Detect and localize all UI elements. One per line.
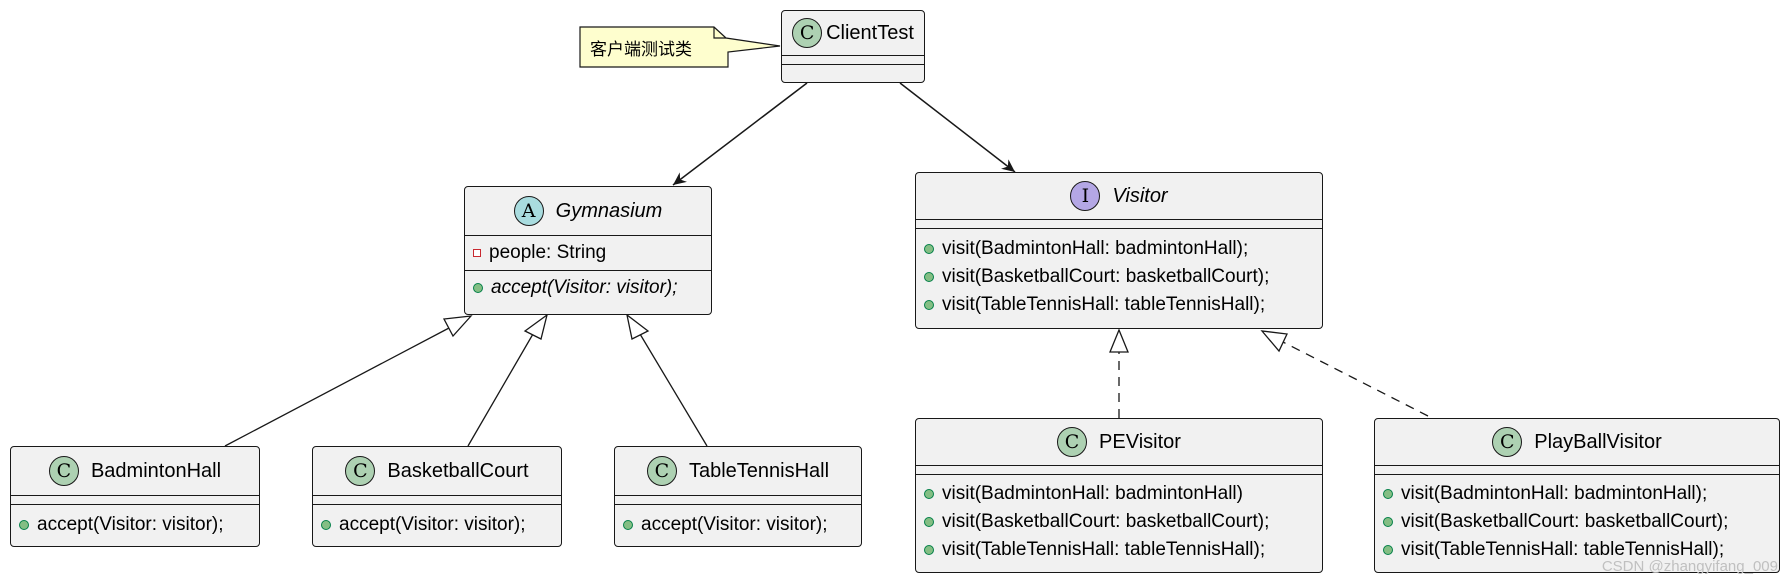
class-badge-icon: C xyxy=(345,456,376,486)
method-accept: accept(Visitor: visitor); xyxy=(19,511,259,539)
association-client-visitor xyxy=(899,82,1016,173)
method-separator xyxy=(615,504,861,505)
class-gymnasium[interactable]: A Gymnasium people: String accept(Visito… xyxy=(464,186,712,315)
inheritance-arrowhead xyxy=(523,313,549,340)
inheritance-arrowhead xyxy=(626,313,650,340)
watermark: CSDN @zhangyifang_009 xyxy=(1601,558,1778,575)
public-visibility-icon xyxy=(473,283,483,293)
field-people: people: String xyxy=(473,239,711,267)
field-separator xyxy=(615,495,861,504)
method-separator xyxy=(11,504,259,505)
inheritance-arrowhead xyxy=(442,315,473,338)
class-badminton-hall[interactable]: C BadmintonHall accept(Visitor: visitor)… xyxy=(10,446,260,547)
public-visibility-icon xyxy=(924,489,934,499)
method-accept: accept(Visitor: visitor); xyxy=(473,274,711,302)
abstract-badge-icon: A xyxy=(513,196,544,226)
method-separator xyxy=(1375,474,1779,475)
class-name: TableTennisHall xyxy=(688,459,830,482)
class-basketball-court[interactable]: C BasketballCourt accept(Visitor: visito… xyxy=(312,446,562,547)
method-accept: accept(Visitor: visitor); xyxy=(623,511,861,539)
realization-playball-visitor xyxy=(1282,341,1429,417)
class-badge-icon: C xyxy=(1057,427,1088,457)
class-badge-icon: C xyxy=(646,456,677,486)
method-separator xyxy=(465,270,711,271)
interface-badge-icon: I xyxy=(1070,181,1101,211)
method-visit: visit(BasketballCourt: basketballCourt); xyxy=(924,508,1322,536)
method-visit: visit(BasketballCourt: basketballCourt); xyxy=(1383,508,1779,536)
field-separator xyxy=(465,235,711,236)
public-visibility-icon xyxy=(19,520,29,530)
public-visibility-icon xyxy=(321,520,331,530)
field-separator xyxy=(1375,465,1779,474)
private-visibility-icon xyxy=(473,249,481,257)
note-fold xyxy=(713,27,726,39)
field-separator xyxy=(313,495,561,504)
public-visibility-icon xyxy=(924,244,934,254)
method-visit: visit(BasketballCourt: basketballCourt); xyxy=(924,263,1322,291)
class-badge-icon: C xyxy=(792,18,823,48)
public-visibility-icon xyxy=(1383,489,1393,499)
method-visit: visit(TableTennisHall: tableTennisHall); xyxy=(924,291,1322,319)
public-visibility-icon xyxy=(924,300,934,310)
field-separator xyxy=(916,465,1322,474)
method-separator xyxy=(916,474,1322,475)
interface-visitor[interactable]: I Visitor visit(BadmintonHall: badminton… xyxy=(915,172,1323,329)
public-visibility-icon xyxy=(1383,545,1393,555)
method-separator xyxy=(313,504,561,505)
method-visit: visit(BadmintonHall: badmintonHall); xyxy=(924,235,1322,263)
field-separator xyxy=(916,219,1322,228)
inheritance-badminton-gymnasium xyxy=(224,327,450,447)
association-client-gymnasium xyxy=(672,82,808,186)
class-pe-visitor[interactable]: C PEVisitor visit(BadmintonHall: badmint… xyxy=(915,418,1323,573)
class-badge-icon: C xyxy=(48,456,79,486)
method-visit: visit(BadmintonHall: badmintonHall); xyxy=(1383,480,1779,508)
class-name: Gymnasium xyxy=(555,199,663,222)
class-badge-icon: C xyxy=(1492,427,1523,457)
public-visibility-icon xyxy=(924,517,934,527)
class-client-test[interactable]: C ClientTest xyxy=(781,10,925,83)
realization-arrowhead xyxy=(1260,330,1288,353)
public-visibility-icon xyxy=(924,545,934,555)
class-name: BadmintonHall xyxy=(90,459,222,482)
method-separator xyxy=(916,228,1322,229)
public-visibility-icon xyxy=(924,272,934,282)
realization-arrowhead xyxy=(1109,328,1129,353)
class-name: Visitor xyxy=(1112,184,1168,207)
class-name: PEVisitor xyxy=(1099,430,1181,453)
note-shape xyxy=(579,26,781,68)
method-accept: accept(Visitor: visitor); xyxy=(321,511,561,539)
method-visit: visit(TableTennisHall: tableTennisHall); xyxy=(1383,536,1779,564)
class-table-tennis-hall[interactable]: C TableTennisHall accept(Visitor: visito… xyxy=(614,446,862,547)
method-visit: visit(BadmintonHall: badmintonHall) xyxy=(924,480,1322,508)
class-name: PlayBallVisitor xyxy=(1534,430,1662,453)
method-visit: visit(TableTennisHall: tableTennisHall); xyxy=(924,536,1322,564)
class-name: ClientTest xyxy=(826,21,914,44)
method-separator xyxy=(782,64,924,65)
public-visibility-icon xyxy=(623,520,633,530)
client-test-note: 客户端测试类 xyxy=(580,27,720,67)
public-visibility-icon xyxy=(1383,517,1393,527)
class-name: BasketballCourt xyxy=(387,459,529,482)
field-separator xyxy=(11,495,259,504)
note-text: 客户端测试类 xyxy=(590,39,692,60)
inheritance-tabletennis-gymnasium xyxy=(639,333,708,447)
class-play-ball-visitor[interactable]: C PlayBallVisitor visit(BadmintonHall: b… xyxy=(1374,418,1780,573)
inheritance-basketball-gymnasium xyxy=(467,333,534,447)
field-separator xyxy=(782,55,924,64)
